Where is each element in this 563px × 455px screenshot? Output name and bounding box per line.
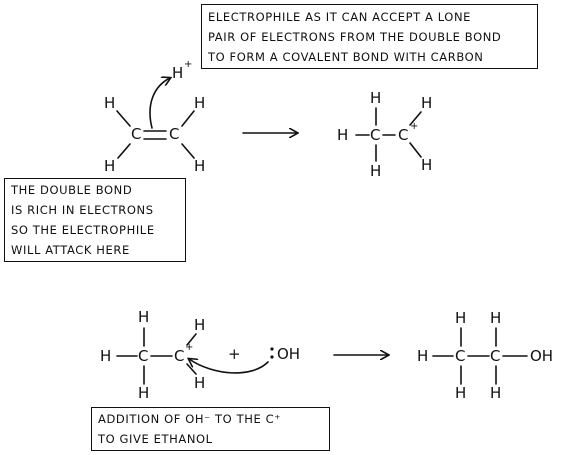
bond-line <box>186 363 197 375</box>
addition-note-box: ADDITION OF OH⁻ TO THE C⁺ TO GIVE ETHANO… <box>91 407 330 451</box>
electrophile-note-line: PAIR OF ELECTRONS FROM THE DOUBLE BOND <box>208 30 502 44</box>
bond-line <box>116 110 131 127</box>
hydrogen-atom: H <box>100 347 112 365</box>
hydrogen-atom: H <box>490 384 502 402</box>
hydrogen-atom: H <box>370 162 382 180</box>
hydrogen-atom: H <box>455 309 467 327</box>
hydrogen-atom: H <box>104 157 116 175</box>
hydrogen-atom: H <box>104 94 116 112</box>
double-bond-note-line: WILL ATTACK HERE <box>11 243 130 257</box>
hydrogen-atom: H <box>370 89 382 107</box>
lone-pair-dot <box>270 355 274 359</box>
hydrogen-atom: H <box>421 156 433 174</box>
hydroxide-ion: OH <box>277 345 301 363</box>
lone-pair-dot <box>270 347 274 351</box>
electrophile-note-box: ELECTROPHILE AS IT CAN ACCEPT A LONE PAI… <box>201 4 538 69</box>
hydrogen-atom: H <box>417 347 429 365</box>
carbon-atom: C <box>490 347 501 365</box>
double-bond-note-box: THE DOUBLE BOND IS RICH IN ELECTRONS SO … <box>4 178 186 262</box>
carbon-atom: C <box>455 347 466 365</box>
carbocation-carbon: C <box>174 347 185 365</box>
hydrogen-atom: H <box>138 384 150 402</box>
bond-line <box>181 110 195 127</box>
hydrogen-atom: H <box>194 94 206 112</box>
double-bond-note-line: SO THE ELECTROPHILE <box>11 223 155 237</box>
electrophile-note-line: TO FORM A COVALENT BOND WITH CARBON <box>208 50 484 64</box>
hydroxyl-group: OH <box>530 347 554 365</box>
positive-charge: + <box>410 121 419 132</box>
positive-charge: + <box>184 59 193 70</box>
curly-arrow <box>149 78 170 129</box>
bond-line <box>117 143 131 159</box>
carbon-atom: C <box>138 347 149 365</box>
addition-note-line: ADDITION OF OH⁻ TO THE C⁺ <box>98 412 281 426</box>
double-bond-note-line: IS RICH IN ELECTRONS <box>11 203 154 217</box>
hydrogen-atom: H <box>194 374 206 392</box>
hydrogen-ion: H <box>172 64 184 82</box>
carbon-atom: C <box>370 126 381 144</box>
plus-sign: + <box>228 345 241 363</box>
carbon-atom: C <box>131 125 142 143</box>
bond-line <box>409 142 422 158</box>
addition-note-line: TO GIVE ETHANOL <box>98 432 213 446</box>
hydrogen-atom: H <box>490 309 502 327</box>
hydrogen-atom: H <box>194 157 206 175</box>
hydrogen-atom: H <box>455 384 467 402</box>
hydrogen-atom: H <box>421 94 433 112</box>
bond-line <box>186 333 197 346</box>
hydrogen-atom: H <box>194 316 206 334</box>
carbocation-carbon: C <box>398 126 409 144</box>
bond-line <box>181 143 195 159</box>
bond-line <box>409 111 422 126</box>
carbon-atom: C <box>169 125 180 143</box>
positive-charge: + <box>185 342 194 353</box>
electrophile-note-line: ELECTROPHILE AS IT CAN ACCEPT A LONE <box>208 10 472 24</box>
hydrogen-atom: H <box>138 308 150 326</box>
hydrogen-atom: H <box>337 126 349 144</box>
double-bond-note-line: THE DOUBLE BOND <box>11 183 133 197</box>
curly-arrow <box>189 359 269 374</box>
